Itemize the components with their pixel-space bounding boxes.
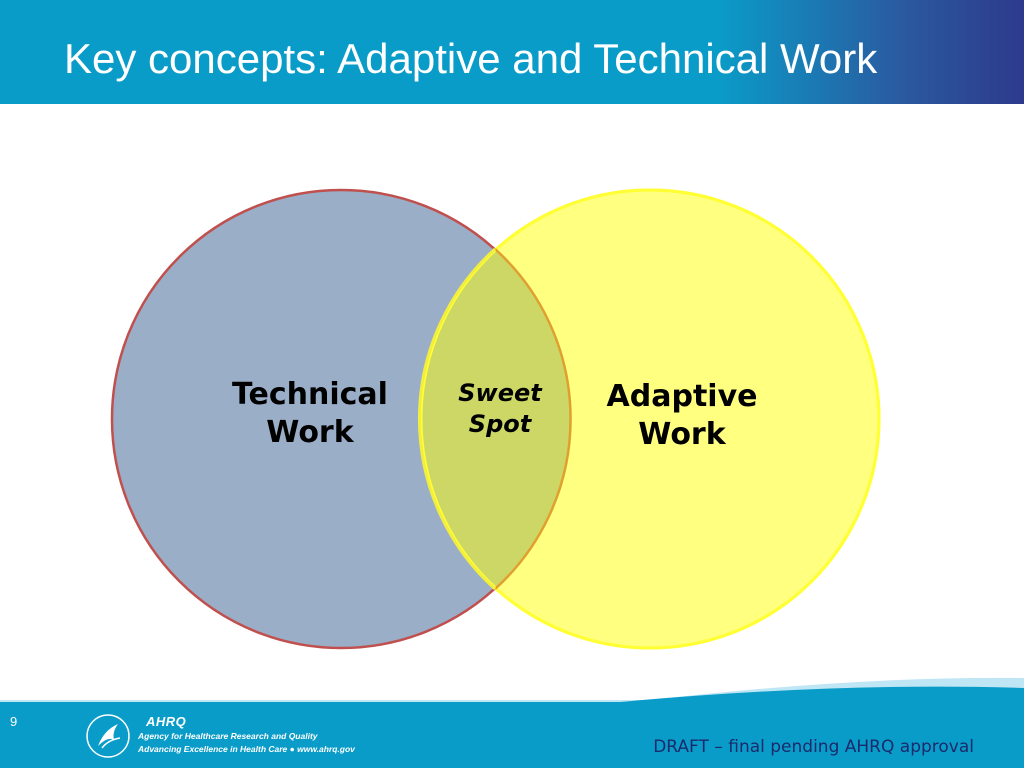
sweet-spot-overlap (421, 190, 570, 648)
technical-work-line1: Technical (232, 377, 388, 412)
sweet-spot-label: Sweet Spot (440, 378, 560, 439)
adaptive-work-line2: Work (638, 417, 726, 453)
slide-title: Key concepts: Adaptive and Technical Wor… (64, 35, 878, 82)
draft-note: DRAFT – final pending AHRQ approval (653, 737, 974, 757)
slide-number: 9 (10, 714, 18, 729)
overlap-right-edge (494, 248, 572, 590)
agency-tagline: Advancing Excellence in Health Care ● ww… (138, 744, 355, 754)
header-band (0, 0, 1024, 104)
technical-work-line2: Work (266, 415, 354, 451)
footer-band (0, 677, 1024, 768)
sweet-spot-line2: Spot (468, 409, 532, 438)
overlap-left-edge (419, 188, 881, 650)
footer-blue-wave (0, 686, 1024, 768)
agency-name: Agency for Healthcare Research and Quali… (138, 731, 318, 741)
overlap-left-arc (418, 247, 497, 591)
ahrq-logo: AHRQ (146, 714, 187, 729)
sweet-spot-line1: Sweet (458, 379, 542, 407)
hhs-eagle-icon (86, 714, 130, 758)
adaptive-work-line1: Adaptive (606, 379, 758, 414)
technical-work-label: Technical Work (210, 376, 410, 453)
adaptive-work-label: Adaptive Work (582, 378, 782, 455)
